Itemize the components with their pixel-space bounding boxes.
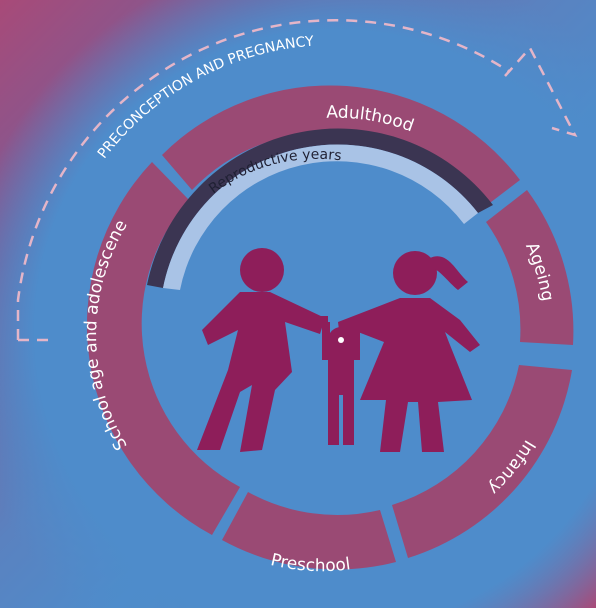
segment-ageing bbox=[486, 190, 574, 345]
segment-school bbox=[86, 162, 240, 535]
segment-adulthood bbox=[162, 85, 520, 212]
segment-preschool bbox=[222, 492, 396, 570]
child-face-dot bbox=[338, 337, 344, 343]
life-stage-ring bbox=[86, 85, 574, 570]
segment-infancy bbox=[392, 365, 572, 558]
reproductive-band-dark bbox=[147, 128, 493, 288]
preconception-arrow bbox=[16, 19, 578, 342]
family-icon bbox=[197, 248, 480, 452]
reproductive-band-light bbox=[163, 144, 478, 290]
